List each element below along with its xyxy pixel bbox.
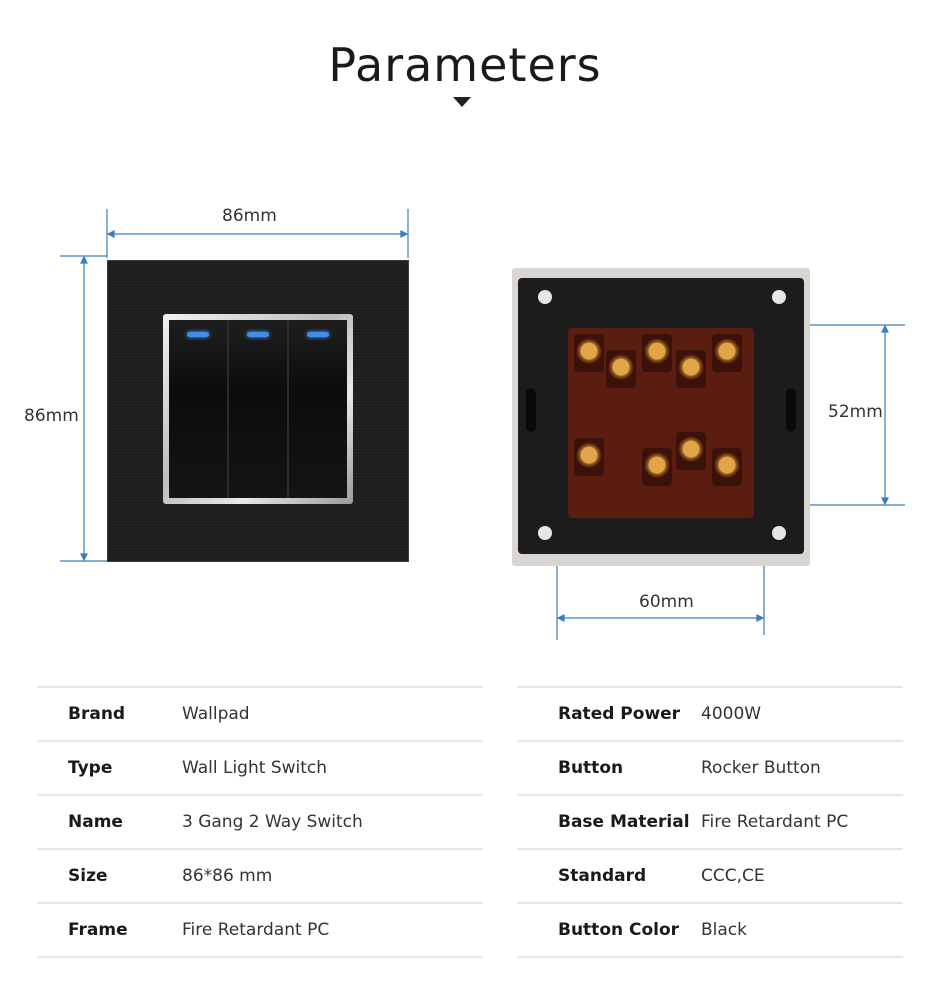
- screw-hole: [772, 526, 786, 540]
- switch-bezel: [163, 314, 353, 504]
- spec-key: Button: [558, 758, 624, 778]
- spec-value: Fire Retardant PC: [182, 920, 330, 940]
- front-height-label: 86mm: [24, 406, 79, 426]
- spec-key: Name: [68, 812, 123, 832]
- back-width-label: 60mm: [639, 592, 694, 612]
- chevron-down-icon: [453, 97, 471, 107]
- spec-value: Fire Retardant PC: [701, 812, 849, 832]
- terminal-block: [568, 328, 754, 518]
- table-row: Type Wall Light Switch: [37, 740, 483, 794]
- spec-value: Wall Light Switch: [182, 758, 328, 778]
- table-row: Button Rocker Button: [517, 740, 903, 794]
- table-row: Name 3 Gang 2 Way Switch: [37, 794, 483, 848]
- mounting-slot: [786, 388, 796, 432]
- spec-value: Black: [701, 920, 747, 940]
- spec-key: Button Color: [558, 920, 680, 940]
- spec-key: Brand: [68, 704, 126, 724]
- spec-value: 4000W: [701, 704, 762, 724]
- spec-value: 3 Gang 2 Way Switch: [182, 812, 363, 832]
- table-row: Rated Power 4000W: [517, 686, 903, 740]
- terminal: [712, 448, 742, 486]
- terminal: [676, 432, 706, 470]
- rocker-button-2: [229, 320, 289, 498]
- terminal: [642, 448, 672, 486]
- table-row: Size 86*86 mm: [37, 848, 483, 902]
- table-row: Base Material Fire Retardant PC: [517, 794, 903, 848]
- screw-hole: [538, 290, 552, 304]
- terminal: [574, 334, 604, 372]
- table-row: Standard CCC,CE: [517, 848, 903, 902]
- screw-hole: [538, 526, 552, 540]
- rocker-button-1: [169, 320, 229, 498]
- spec-key: Size: [68, 866, 108, 886]
- switch-front-image: [107, 260, 409, 562]
- switch-back-body: [518, 278, 804, 554]
- specs-table-left: Brand Wallpad Type Wall Light Switch Nam…: [37, 686, 483, 958]
- terminal: [642, 334, 672, 372]
- terminal: [676, 350, 706, 388]
- table-row: Frame Fire Retardant PC: [37, 902, 483, 958]
- table-row: Brand Wallpad: [37, 686, 483, 740]
- spec-value: CCC,CE: [701, 866, 765, 886]
- switch-back-image: [512, 268, 810, 566]
- spec-value: 86*86 mm: [182, 866, 273, 886]
- back-height-label: 52mm: [828, 402, 883, 422]
- mounting-slot: [526, 388, 536, 432]
- spec-value: Rocker Button: [701, 758, 821, 778]
- led-indicator: [187, 332, 209, 337]
- terminal: [574, 438, 604, 476]
- specs-table-right: Rated Power 4000W Button Rocker Button B…: [517, 686, 903, 958]
- spec-key: Rated Power: [558, 704, 681, 724]
- rocker-area: [169, 320, 347, 498]
- page-title: Parameters: [328, 38, 602, 92]
- terminal: [712, 334, 742, 372]
- spec-key: Frame: [68, 920, 128, 940]
- spec-key: Base Material: [558, 812, 690, 832]
- led-indicator: [247, 332, 269, 337]
- rocker-button-3: [289, 320, 347, 498]
- screw-hole: [772, 290, 786, 304]
- terminal: [606, 350, 636, 388]
- table-row: Button Color Black: [517, 902, 903, 958]
- led-indicator: [307, 332, 329, 337]
- spec-key: Type: [68, 758, 113, 778]
- front-width-label: 86mm: [222, 206, 277, 226]
- spec-value: Wallpad: [182, 704, 250, 724]
- spec-key: Standard: [558, 866, 647, 886]
